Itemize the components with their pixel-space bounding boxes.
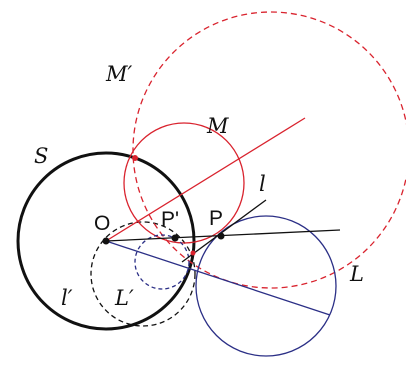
label-P: P: [209, 207, 223, 230]
point-P-prime: [171, 234, 179, 242]
label-O: O: [94, 212, 110, 235]
blue-line-O-to-L: [105, 240, 331, 316]
point-S-M-intersection: [132, 155, 138, 161]
label-M-prime: M′: [105, 62, 133, 86]
tangent-line-l: [181, 199, 267, 263]
label-P-prime: P': [161, 208, 179, 231]
point-O: [102, 237, 110, 245]
circle-M-prime: [132, 11, 406, 289]
circle-S: [16, 151, 196, 331]
label-L-prime: L′: [114, 286, 134, 310]
label-S: S: [34, 144, 48, 168]
label-l-prime: l′: [61, 286, 73, 310]
point-tangency: [190, 250, 196, 256]
circle-l-prime: [90, 221, 196, 327]
label-L: L: [349, 262, 364, 286]
circle-L-prime: [134, 234, 190, 290]
red-line-O-to-M-prime: [105, 117, 306, 242]
circle-M: [123, 122, 245, 244]
label-l: l: [259, 172, 266, 196]
label-M: M: [206, 114, 229, 138]
circle-L: [195, 215, 337, 357]
point-P: [217, 232, 225, 240]
